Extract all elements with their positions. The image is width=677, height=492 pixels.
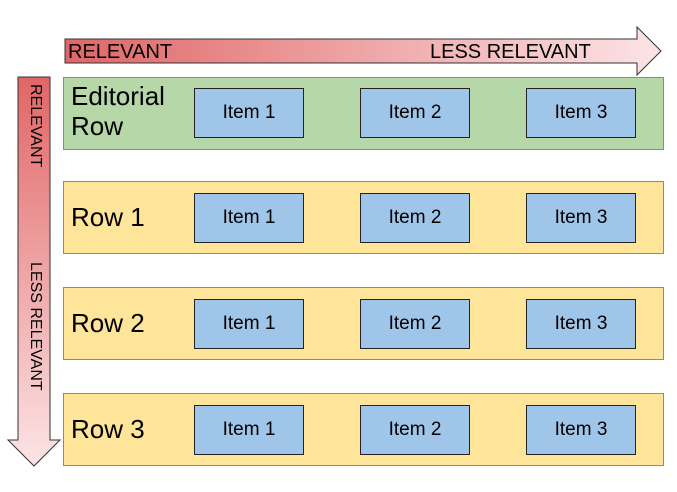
vertical-axis-end-label: LESS RELEVANT — [27, 262, 44, 391]
horizontal-axis-start-label: RELEVANT — [68, 41, 173, 63]
item-box: Item 3 — [526, 405, 636, 455]
item-box: Item 2 — [360, 193, 470, 243]
row-label: Row 3 — [71, 414, 145, 444]
item-box: Item 2 — [360, 88, 470, 138]
horizontal-relevance-arrow — [64, 25, 662, 77]
item-box: Item 2 — [360, 405, 470, 455]
item-box: Item 1 — [194, 193, 304, 243]
vertical-axis-start-label: RELEVANT — [27, 84, 44, 168]
row-3: Row 3 Item 1 Item 2 Item 3 — [63, 393, 664, 466]
item-box: Item 2 — [360, 299, 470, 349]
horizontal-axis-end-label: LESS RELEVANT — [430, 41, 591, 63]
item-box: Item 1 — [194, 299, 304, 349]
editorial-row: Editorial Row Item 1 Item 2 Item 3 — [63, 77, 664, 150]
row-2: Row 2 Item 1 Item 2 Item 3 — [63, 287, 664, 360]
vertical-relevance-arrow — [6, 76, 62, 467]
row-label: Row 2 — [71, 308, 145, 338]
item-box: Item 3 — [526, 88, 636, 138]
row-label: Editorial Row — [71, 81, 165, 142]
row-1: Row 1 Item 1 Item 2 Item 3 — [63, 181, 664, 254]
item-box: Item 1 — [194, 405, 304, 455]
row-label-line1: Editorial — [71, 81, 165, 111]
item-box: Item 1 — [194, 88, 304, 138]
item-box: Item 3 — [526, 193, 636, 243]
item-box: Item 3 — [526, 299, 636, 349]
row-label-line2: Row — [71, 110, 124, 141]
row-label: Row 1 — [71, 202, 145, 232]
